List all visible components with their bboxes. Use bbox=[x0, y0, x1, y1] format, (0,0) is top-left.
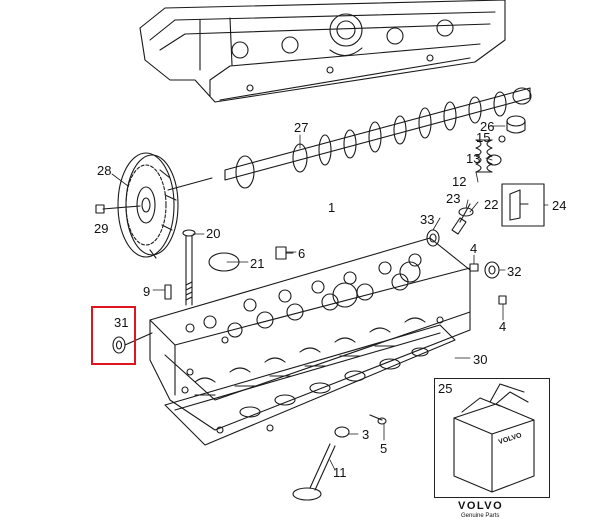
callout-28[interactable]: 28 bbox=[97, 163, 112, 178]
callout-30[interactable]: 30 bbox=[473, 352, 488, 367]
callout-1[interactable]: 1 bbox=[328, 200, 336, 215]
callout-29[interactable]: 29 bbox=[94, 221, 109, 236]
callout-15[interactable]: 15 bbox=[476, 130, 491, 145]
valve-guide bbox=[369, 414, 387, 425]
valve-stem bbox=[451, 217, 467, 235]
gasket-kit-box bbox=[453, 383, 535, 493]
plug-4-lower bbox=[498, 295, 507, 305]
callout-24[interactable]: 24 bbox=[552, 198, 567, 213]
callout-4-lower[interactable]: 4 bbox=[499, 319, 507, 334]
spring-seat bbox=[486, 154, 502, 166]
cotter bbox=[498, 135, 506, 143]
head-gasket bbox=[164, 324, 456, 446]
camshaft bbox=[167, 87, 532, 191]
head-bolt bbox=[182, 229, 196, 306]
brand-logo-text: VOLVO bbox=[458, 500, 504, 512]
seal-32 bbox=[484, 261, 500, 279]
callout-31[interactable]: 31 bbox=[114, 315, 129, 330]
inset-24 bbox=[501, 183, 545, 227]
callout-13[interactable]: 13 bbox=[466, 151, 481, 166]
callout-5[interactable]: 5 bbox=[380, 441, 388, 456]
callout-22[interactable]: 22 bbox=[484, 197, 499, 212]
valve-spring bbox=[475, 139, 493, 173]
seal-31 bbox=[112, 332, 153, 354]
callout-11[interactable]: 11 bbox=[333, 465, 347, 480]
callout-23[interactable]: 23 bbox=[446, 191, 461, 206]
cam-gear bbox=[117, 152, 179, 259]
highlight-frame bbox=[91, 306, 136, 365]
tappet bbox=[506, 115, 526, 134]
valve bbox=[292, 443, 336, 501]
callout-9[interactable]: 9 bbox=[143, 284, 151, 299]
callout-20[interactable]: 20 bbox=[206, 226, 221, 241]
leader-lines bbox=[111, 125, 549, 471]
callout-27[interactable]: 27 bbox=[294, 120, 309, 135]
callout-6[interactable]: 6 bbox=[298, 246, 306, 261]
callout-26[interactable]: 26 bbox=[480, 119, 495, 134]
callout-12[interactable]: 12 bbox=[452, 174, 467, 189]
gear-bolt bbox=[95, 204, 141, 214]
dowel-pin bbox=[164, 284, 172, 300]
callout-32[interactable]: 32 bbox=[507, 264, 522, 279]
callout-4-upper[interactable]: 4 bbox=[470, 241, 478, 256]
brand-subtitle: Genuine Parts bbox=[461, 513, 500, 519]
callout-25[interactable]: 25 bbox=[438, 381, 453, 396]
valve-cover bbox=[139, 0, 506, 103]
valve-seal bbox=[334, 426, 350, 438]
kit-frame bbox=[434, 378, 550, 498]
callout-33[interactable]: 33 bbox=[420, 212, 435, 227]
plug-4-upper bbox=[469, 263, 479, 272]
plug-6 bbox=[275, 246, 294, 260]
callout-3[interactable]: 3 bbox=[362, 427, 370, 442]
callout-21[interactable]: 21 bbox=[250, 256, 265, 271]
